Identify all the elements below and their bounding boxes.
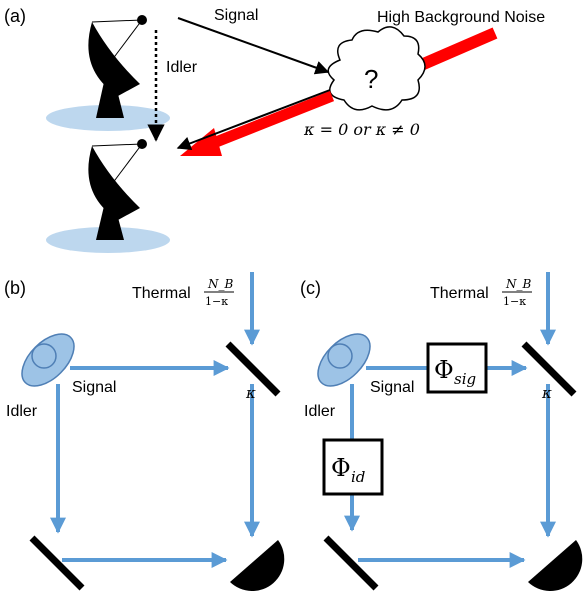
detector-c — [528, 540, 583, 592]
return-arrow — [176, 89, 331, 151]
thermal-frac-den-c: 1−κ — [503, 295, 526, 308]
crystal-c — [317, 333, 371, 387]
signal-label-c: Signal — [370, 379, 414, 396]
noise-cloud — [327, 26, 426, 111]
detector-b — [230, 540, 285, 592]
phi-id-subscript: id — [351, 468, 365, 486]
noise-return-arrowhead — [180, 128, 222, 156]
thermal-frac-num-b: N_B — [207, 277, 234, 291]
thermal-label-c: Thermal — [430, 285, 489, 302]
signal-arrow — [177, 17, 330, 75]
idler-label-c: Idler — [304, 403, 336, 420]
antenna-bottom — [46, 139, 170, 253]
cloud-question: ? — [364, 64, 378, 94]
panel-b-label: (b) — [4, 278, 26, 298]
phase-box-signal — [426, 342, 488, 394]
thermal-frac-num-c: N_B — [505, 277, 532, 291]
phi-sig-subscript: sig — [454, 370, 476, 388]
kappa-label-b: κ — [245, 384, 256, 402]
mirror-c — [323, 535, 379, 591]
noise-beam-return — [203, 90, 335, 152]
idler-label-a: Idler — [166, 59, 198, 76]
phi-sig-symbol: Φ — [434, 356, 454, 384]
idler-label-b: Idler — [6, 403, 38, 420]
thermal-frac-den-b: 1−κ — [205, 295, 228, 308]
antenna-top — [46, 15, 170, 131]
noise-label: High Background Noise — [377, 9, 545, 26]
signal-label-b: Signal — [72, 379, 116, 396]
beamsplitter-b — [225, 341, 281, 397]
phi-id-symbol: Φ — [331, 454, 351, 482]
thermal-label-b: Thermal — [132, 285, 191, 302]
signal-label-a: Signal — [214, 7, 258, 24]
mirror-b — [29, 535, 85, 591]
phase-box-idler — [322, 438, 384, 496]
crystal-b — [21, 333, 75, 387]
kappa-condition: κ = 0 or κ ≠ 0 — [303, 120, 420, 139]
panel-c-label: (c) — [300, 278, 321, 298]
panel-a-label: (a) — [4, 6, 26, 26]
kappa-label-c: κ — [541, 384, 552, 402]
beamsplitter-c — [521, 341, 577, 397]
